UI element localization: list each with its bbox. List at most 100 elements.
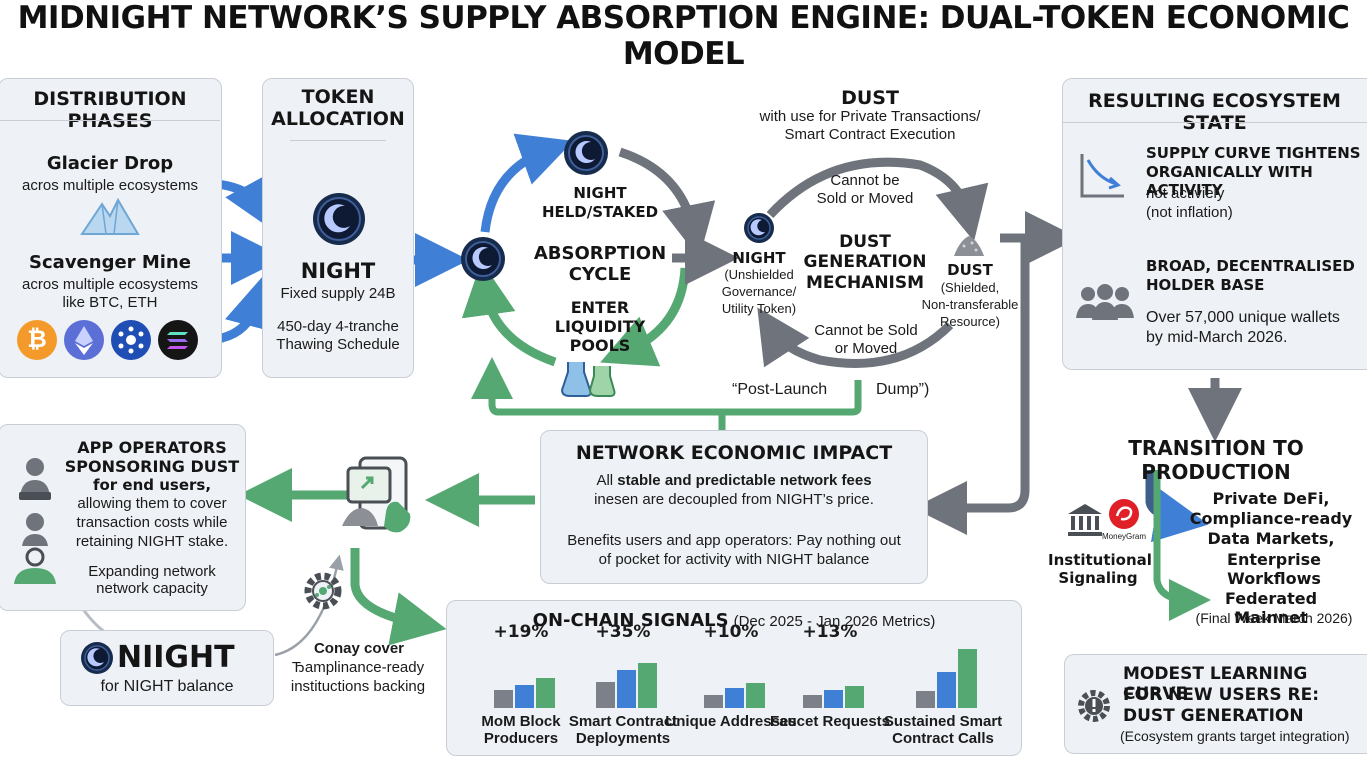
network-gear-icon [304,572,342,610]
federated-1: Federated Mainnet [1224,589,1318,627]
defi-1: Private DeFi, [1212,489,1330,508]
cycle-held-2: HELD/STAKED [541,203,659,221]
metric-category-label: MoM Block Producers [481,713,561,747]
holders-icon [1076,284,1134,320]
arrow-cycle-up [480,133,574,233]
night-token-icon [313,193,365,245]
metric-bar [725,688,744,708]
allocation-heading-1: TOKEN [301,86,375,108]
arrow-cycle-left [461,261,557,367]
dust-token-sub-1: (Shielded, [940,280,1000,295]
arrow-dust-top [766,157,989,242]
dust-token-title: DUST [947,261,993,279]
signals-heading: ON-CHAIN SIGNALS [532,610,729,631]
institution-icon [1068,504,1102,536]
night-balance-sub: for NIGHT balance [100,678,234,695]
impact-p1-pre: All [596,472,618,489]
impact-panel [540,430,928,584]
cycle-top-token-icon [564,131,608,175]
allocation-schedule-2: Thawing Schedule [276,336,400,353]
operators-heading-3: for end users, [92,476,212,494]
cycle-center-1: ABSORPTION [533,243,667,264]
metric-bar [824,690,843,708]
glacier-title: Glacier Drop [46,153,174,174]
dust-gen-1: DUST [839,232,891,252]
metric-value-label: +10% [703,622,759,642]
dust-cannot-bottom-1: Cannot be Sold [814,322,918,339]
learning-2: FOR NEW USERS RE: [1123,685,1319,705]
impact-p3: Benefits users and app operators: Pay no… [567,532,901,549]
arrow-transition-fed [1153,470,1211,621]
metric-category-label: Faucet Requests [769,713,891,730]
dust-night-title: NIGHT [732,249,786,267]
dust-cannot-bottom-2: or Moved [834,340,898,357]
impact-heading: NETWORK ECONOMIC IMPACT [575,442,893,464]
metric-4: Sustained Smart Contract Calls [878,620,1008,760]
impact-p1: All stable and predictable network fees [540,472,928,490]
institutional-1: Institutional [1048,551,1152,569]
page-title: MIDNIGHT NETWORK’S SUPPLY ABSORPTION ENG… [17,0,1350,72]
users-icon [14,458,56,584]
operators-body-2: transaction costs while [76,514,228,531]
institutional-2: Signaling [1058,569,1138,587]
post-launch-label: “Post-Launch [732,381,828,398]
transition-heading: TRANSITION TO PRODUCTION [1128,436,1304,484]
impact-p4: of pocket for activity with NIGHT balanc… [598,551,870,568]
operators-expand-1: Expanding network [88,563,216,580]
metric-bar [515,685,534,708]
conay-1: Conay cover [313,640,405,657]
metric-bar [845,686,864,708]
metric-bar [958,649,977,708]
supply-text-2: ORGANICALLY WITH ACTIVITY [1146,163,1313,199]
liquidity-pool-icon [560,362,616,397]
cycle-enter-1: ENTER [570,298,630,317]
dust-sub-1: with use for Private Transactions/ [759,108,981,125]
arrow-cycle-right [618,147,716,259]
allocation-supply: Fixed supply 24B [280,285,396,302]
conay-3: instituctions backing [290,678,426,695]
scavenger-sub2: like BTC, ETH [62,294,158,311]
arrow-to-signals [350,548,447,646]
operators-body-3: retaining NIGHT stake. [75,533,229,550]
federated-2: (Final Week March 2026) [1195,610,1353,626]
operators-heading-1: APP OPERATORS [77,438,227,457]
metric-1: +35%Smart Contract Deployments [558,620,688,760]
dust-night-sub-3: Utility Token) [721,301,797,316]
scavenger-title: Scavenger Mine [29,252,191,273]
bitcoin-icon: ₿ [17,320,57,360]
metric-bar [803,695,822,708]
device-dust-icon [342,456,411,533]
learning-panel [1064,654,1367,754]
cardano-icon [111,320,151,360]
moneygram-label: MoneyGram [1102,532,1147,541]
allocation-token: NIGHT [300,259,376,283]
holder-text-2: HOLDER BASE [1146,276,1265,294]
supply-text-3: not activiely [1146,185,1225,202]
dust-night-sub-1: (Unshielded [724,267,794,282]
operators-expand-2: network capacity [96,580,208,597]
dust-cannot-top-2: Sold or Moved [816,190,914,207]
allocation-schedule-1: 450-day 4-tranche [277,318,399,335]
cycle-center-2: CYCLE [568,264,632,285]
arrow-to-ecosystem [913,233,1030,535]
metric-bar [494,690,513,708]
arrow-post-launch [471,357,862,416]
defi-2: Compliance-ready [1189,509,1353,528]
supply-curve-icon [1080,154,1124,198]
glacier-icon [80,197,140,235]
signals-title: ON-CHAIN SIGNALS (Dec 2025 - Jan 2026 Me… [446,610,1022,631]
glacier-sub: acros multiple ecosystems [22,177,198,194]
solana-icon [158,320,198,360]
operators-body-1: allowing them to cover [77,495,227,512]
ecosystem-panel [1062,78,1367,370]
impact-p1-bold: stable and predictable network fees [617,472,872,489]
metric-category-label: Sustained Smart Contract Calls [883,713,1003,747]
dust-gen-2: GENERATION [803,252,927,272]
defi-4: Enterprise Workflows [1227,550,1321,588]
supply-text-1: SUPPLY CURVE TIGHTENS [1146,144,1361,162]
dust-cannot-top-1: Cannot be [830,172,900,189]
dust-title: DUST [841,87,899,109]
moneygram-logo-icon [1109,499,1139,529]
learning-3: DUST GENERATION [1123,706,1304,726]
